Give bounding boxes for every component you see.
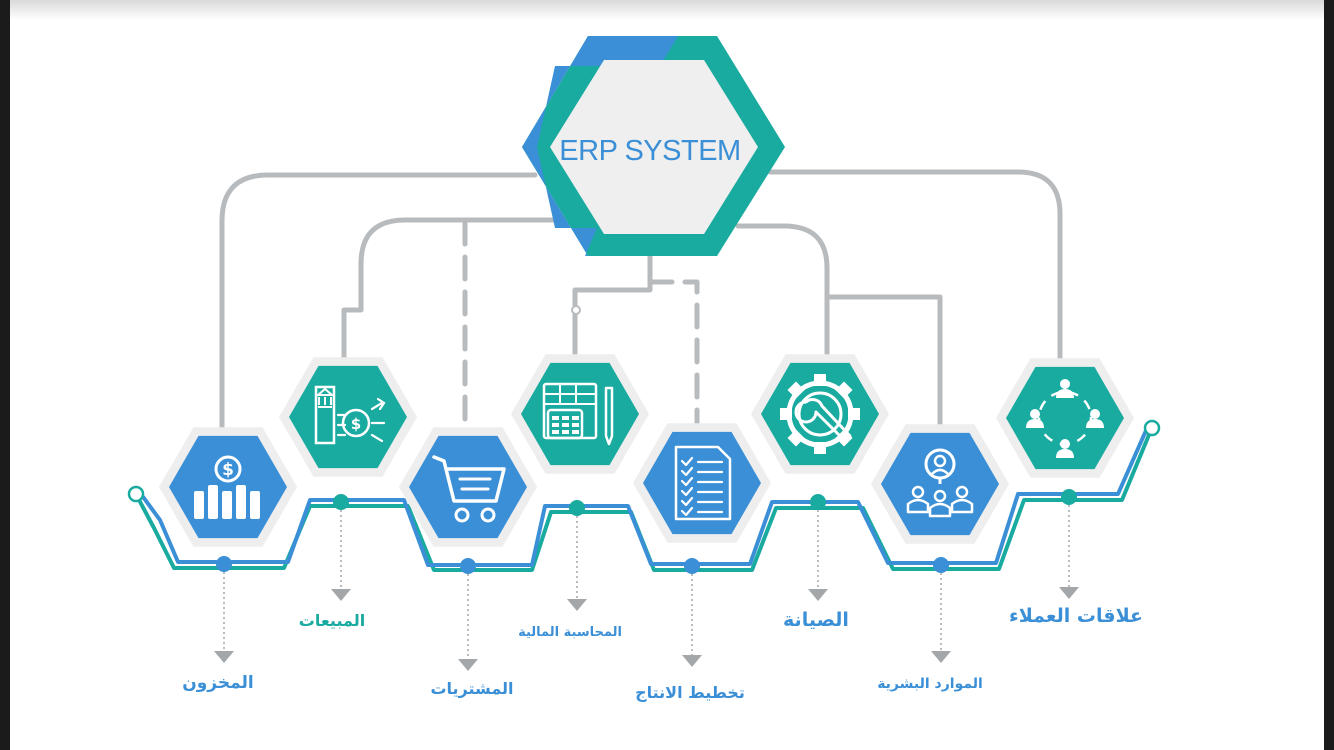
connector-production	[647, 279, 700, 428]
connector-accounting	[572, 252, 653, 363]
module-label: الصيانة	[783, 609, 849, 631]
module-label: المخزون	[182, 673, 254, 693]
module-dot	[216, 556, 232, 572]
bank-dollar-icon: $	[314, 385, 386, 445]
timeline-end-dot	[1143, 419, 1161, 437]
connector-hr	[824, 294, 943, 433]
arrow-down-icon	[458, 659, 478, 671]
module-dot	[810, 494, 826, 510]
module-node[interactable]: علاقات العملاء	[996, 358, 1143, 627]
arrow-down-icon	[1059, 587, 1079, 599]
diagram-canvas: ERP SYSTEM $ المخزون $ المبيعات المشتريات الم…	[127, 36, 1161, 702]
customer-circle-icon	[1026, 379, 1104, 458]
module-label: المحاسبة المالية	[518, 625, 622, 640]
timeline-start-dot	[127, 485, 145, 503]
module-hex	[409, 435, 527, 539]
top-shadow	[10, 0, 1324, 20]
arrow-down-icon	[567, 599, 587, 611]
module-nodes: $ المخزون $ المبيعات المشتريات المحاسبة المال…	[159, 354, 1143, 702]
module-dot	[684, 558, 700, 574]
svg-text:$: $	[222, 460, 234, 480]
hr-search-icon	[906, 448, 974, 518]
erp-center-hexagon: ERP SYSTEM	[522, 36, 785, 256]
connector-maintenance	[735, 223, 830, 363]
arrow-down-icon	[214, 651, 234, 663]
junction-dot	[571, 305, 581, 315]
erp-diagram: ERP SYSTEM $ المخزون $ المبيعات المشتريات الم…	[10, 0, 1324, 750]
arrow-down-icon	[808, 589, 828, 601]
connector-crm	[767, 169, 1063, 363]
shopping-cart-icon	[432, 455, 506, 523]
module-label: الموارد البشرية	[877, 676, 983, 692]
module-dot	[933, 557, 949, 573]
module-dot	[333, 494, 349, 510]
svg-text:$: $	[351, 415, 361, 433]
calculator-sheet-icon	[542, 382, 614, 446]
connector-sales	[341, 217, 558, 363]
arrow-down-icon	[682, 655, 702, 667]
module-node[interactable]: $ المبيعات	[279, 357, 417, 630]
module-dot	[569, 500, 585, 516]
connector-lines	[219, 169, 1063, 433]
module-label: المشتريات	[430, 679, 513, 698]
module-node[interactable]: تخطيط الانتاج	[633, 423, 771, 702]
checklist-icon	[674, 445, 732, 521]
timeline-path	[127, 419, 1161, 572]
module-node[interactable]: $ المخزون	[159, 427, 297, 693]
module-hex	[1006, 366, 1124, 470]
module-dot	[1061, 489, 1077, 505]
module-label: تخطيط الانتاج	[635, 683, 745, 702]
arrow-down-icon	[931, 651, 951, 663]
erp-title: ERP SYSTEM	[559, 135, 740, 167]
module-label: المبيعات	[299, 611, 365, 630]
dollar-bars-icon: $	[194, 455, 260, 519]
module-node[interactable]: الصيانة	[751, 354, 889, 631]
module-node[interactable]: المشتريات	[399, 427, 537, 698]
module-label: علاقات العملاء	[1009, 605, 1143, 627]
module-node[interactable]: المحاسبة المالية	[511, 354, 649, 640]
gear-wrench-icon	[780, 374, 860, 454]
connector-inventory	[219, 172, 538, 433]
module-dot	[460, 558, 476, 574]
module-node[interactable]: الموارد البشرية	[871, 424, 1009, 692]
arrow-down-icon	[331, 589, 351, 601]
